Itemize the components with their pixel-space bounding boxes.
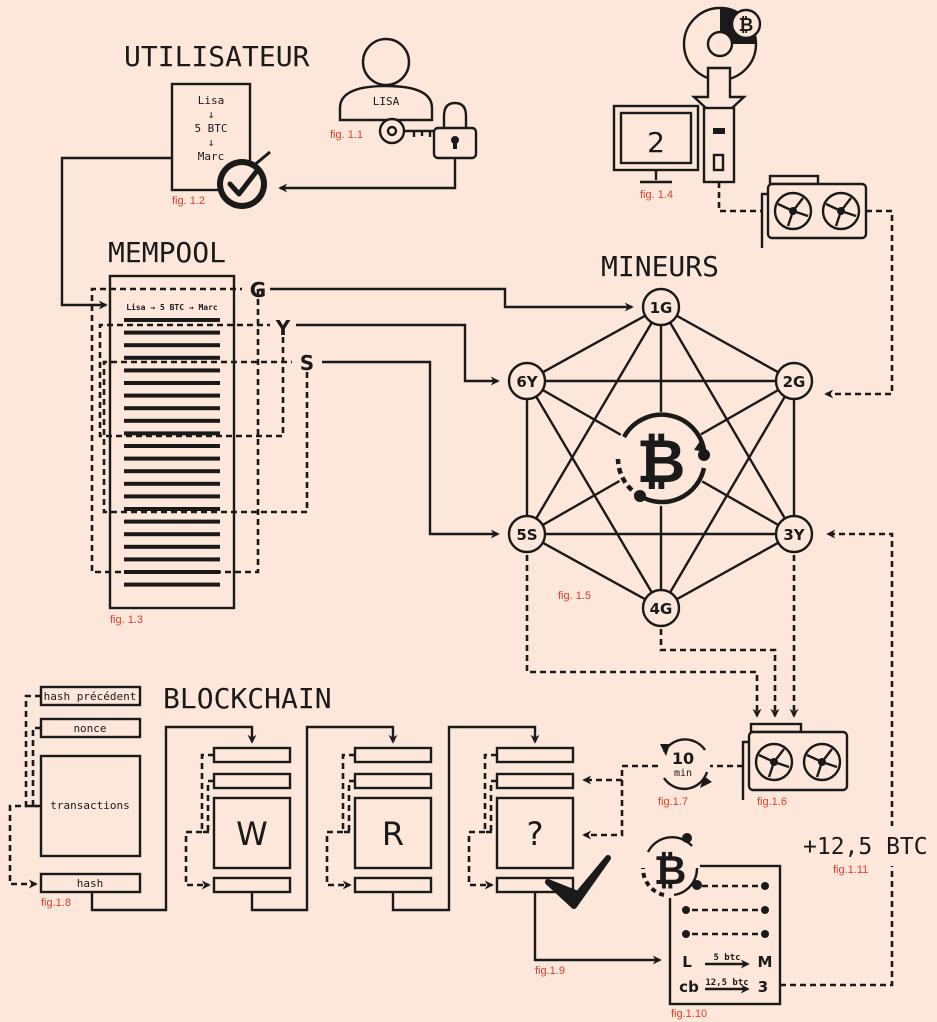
miner-node-label: 4G xyxy=(650,600,673,618)
mempool-tx-line xyxy=(124,381,220,385)
mempool-group-s: S xyxy=(300,351,314,375)
miner-nodes: 1G 2G 3Y 4G 5S 6Y xyxy=(507,287,814,628)
svg-text:₿: ₿ xyxy=(739,15,754,36)
legend-transactions: transactions xyxy=(50,799,129,812)
candidate-l: L xyxy=(682,953,692,971)
legend-prev-hash: hash précédent xyxy=(44,690,137,703)
user-avatar-icon xyxy=(338,37,434,122)
miner-node-5s: 5S xyxy=(507,514,547,554)
mempool-tx-line xyxy=(124,368,220,373)
mempool-first-tx: Lisa → 5 BTC → Marc xyxy=(126,302,218,312)
bitcoin-cycle-icon: ₿ xyxy=(614,412,710,506)
svg-text:₿: ₿ xyxy=(654,848,687,894)
miner-node-3y: 3Y xyxy=(774,514,814,554)
candidate-cb: cb xyxy=(679,978,699,996)
mempool-group-y: Y xyxy=(275,316,291,340)
candidate-5btc: 5 btc xyxy=(713,953,740,963)
svg-text:₿: ₿ xyxy=(637,427,686,497)
caption-fig-1-8: fig.1.8 xyxy=(41,897,71,909)
mempool-tx-line xyxy=(124,481,220,486)
miner-node-label: 6Y xyxy=(516,373,538,391)
miner-node-label: 1G xyxy=(650,299,673,317)
mempool-tx-line xyxy=(124,519,220,524)
blockchain-blocks: W R? xyxy=(184,746,575,894)
timer-value: 10 xyxy=(672,749,694,768)
signature-check-icon xyxy=(217,150,271,209)
title-user: UTILISATEUR xyxy=(124,40,310,73)
block-label: W xyxy=(236,815,268,853)
tx-arrow-1: ↓ xyxy=(208,108,215,121)
bitcoin-disk-icon: ₿ xyxy=(682,6,762,82)
caption-fig-1-4: fig. 1.4 xyxy=(640,189,673,201)
user-name: LISA xyxy=(373,95,400,108)
miner-node-label: 3Y xyxy=(783,526,805,544)
miner-node-label: 2G xyxy=(783,373,806,391)
miner-node-1g: 1G xyxy=(641,287,681,327)
monitor-icon xyxy=(612,104,700,184)
validated-check-icon xyxy=(545,855,611,909)
mempool-tx-line xyxy=(124,494,220,499)
block-label: ? xyxy=(527,815,544,853)
caption-fig-1-5: fig. 1.5 xyxy=(558,590,591,602)
gpu-bottom-icon xyxy=(741,722,849,800)
legend-nonce: nonce xyxy=(73,722,106,735)
padlock-icon xyxy=(432,101,478,160)
tx-to: Marc xyxy=(198,150,225,163)
timer-icon xyxy=(660,738,712,791)
caption-fig-1-2: fig. 1.2 xyxy=(172,195,205,207)
tx-arrow-2: ↓ xyxy=(208,136,215,149)
candidate-12-5btc: 12,5 btc xyxy=(705,978,748,988)
block-3: ? xyxy=(467,746,575,894)
mempool-tx-line xyxy=(124,444,220,448)
caption-fig-1-11: fig.1.11 xyxy=(833,864,868,876)
mempool-tx-line xyxy=(124,570,220,574)
title-mempool: MEMPOOL xyxy=(108,236,226,269)
mempool-tx-line xyxy=(124,393,220,398)
block-legend xyxy=(8,685,142,894)
key-icon xyxy=(378,117,436,145)
miner-node-6y: 6Y xyxy=(507,361,547,401)
mempool-tx-line xyxy=(124,544,220,549)
legend-hash: hash xyxy=(77,877,104,890)
bitcoin-small-icon: ₿ xyxy=(640,833,702,898)
block-2: R xyxy=(325,746,433,894)
mempool-transactions xyxy=(124,318,220,587)
mempool-tx-line xyxy=(124,582,220,587)
candidate-m: M xyxy=(758,953,773,971)
caption-fig-1-7: fig.1.7 xyxy=(658,796,688,808)
block-1: W xyxy=(184,746,292,894)
mempool-tx-line xyxy=(124,431,220,436)
caption-fig-1-10: fig.1.10 xyxy=(671,1008,707,1020)
mempool-tx-line xyxy=(124,418,220,423)
caption-fig-1-3: fig. 1.3 xyxy=(110,614,143,626)
mempool-tx-line xyxy=(124,406,220,411)
gpu-top-icon xyxy=(760,174,868,248)
mempool-tx-line xyxy=(124,507,220,511)
title-miners: MINEURS xyxy=(601,250,719,283)
mempool-tx-line xyxy=(124,532,220,537)
caption-fig-1-1: fig. 1.1 xyxy=(330,129,363,141)
timer-unit: min xyxy=(674,768,692,779)
candidate-three: 3 xyxy=(758,978,768,996)
title-blockchain: BLOCKCHAIN xyxy=(163,682,332,715)
block-label: R xyxy=(382,815,404,853)
monitor-value: 2 xyxy=(647,126,665,159)
reward-label: +12,5 BTC xyxy=(803,834,928,860)
tx-from: Lisa xyxy=(198,94,225,107)
miner-node-4g: 4G xyxy=(641,588,681,628)
miner-node-2g: 2G xyxy=(774,361,814,401)
miner-node-label: 5S xyxy=(516,526,537,544)
mempool-tx-line xyxy=(124,557,220,562)
mempool-group-g: G xyxy=(250,278,266,302)
mempool-tx-line xyxy=(124,469,220,474)
mempool-tx-line xyxy=(124,355,220,360)
mempool-tx-line xyxy=(124,343,220,348)
tx-amount: 5 BTC xyxy=(194,122,227,135)
caption-fig-1-9: fig.1.9 xyxy=(535,965,565,977)
caption-fig-1-6: fig.1.6 xyxy=(757,796,787,808)
mempool-tx-line xyxy=(124,330,220,335)
mempool-tx-line xyxy=(124,456,220,461)
mempool-tx-line xyxy=(124,318,220,322)
